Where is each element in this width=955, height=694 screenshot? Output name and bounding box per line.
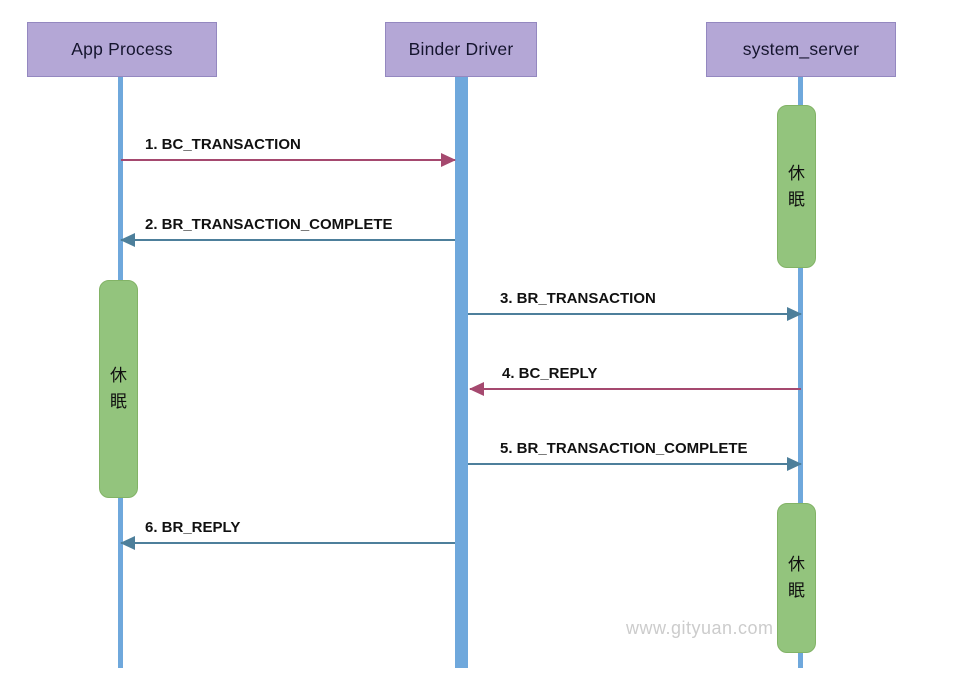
activation-label: 休眠 xyxy=(787,163,805,209)
message-br-transaction: 3. BR_TRANSACTION xyxy=(468,290,802,322)
activation-label: 休眠 xyxy=(787,555,805,600)
message-br-transaction-complete-1: 2. BR_TRANSACTION_COMPLETE xyxy=(120,216,455,248)
message-label: 2. BR_TRANSACTION_COMPLETE xyxy=(145,216,393,233)
arrowhead-right-icon xyxy=(787,307,802,321)
arrow-line xyxy=(121,159,455,161)
lifeline-system-server xyxy=(798,76,803,668)
arrowhead-left-icon xyxy=(469,382,484,396)
lifeline-binder-driver xyxy=(455,76,468,668)
arrowhead-left-icon xyxy=(120,536,135,550)
arrow-line xyxy=(470,388,801,390)
participant-label: Binder Driver xyxy=(408,39,514,59)
arrow-line xyxy=(121,542,455,544)
message-label: 1. BC_TRANSACTION xyxy=(145,136,301,153)
participant-system-server: system_server xyxy=(706,22,896,77)
participant-label: system_server xyxy=(742,39,860,59)
activation-sleep-app-process: 休眠 xyxy=(99,280,138,498)
arrowhead-right-icon xyxy=(441,153,456,167)
message-br-transaction-complete-2: 5. BR_TRANSACTION_COMPLETE xyxy=(468,440,802,472)
activation-label: 休眠 xyxy=(109,366,127,411)
message-label: 4. BC_REPLY xyxy=(502,365,598,382)
message-label: 3. BR_TRANSACTION xyxy=(500,290,656,307)
arrow-line xyxy=(468,313,801,315)
message-label: 5. BR_TRANSACTION_COMPLETE xyxy=(500,440,748,457)
message-label: 6. BR_REPLY xyxy=(145,519,241,536)
activation-sleep-system-server-top: 休眠 xyxy=(777,105,816,268)
message-bc-reply: 4. BC_REPLY xyxy=(469,365,801,397)
message-bc-transaction: 1. BC_TRANSACTION xyxy=(121,136,456,168)
participant-label: App Process xyxy=(71,39,173,59)
participant-binder-driver: Binder Driver xyxy=(385,22,537,77)
arrowhead-right-icon xyxy=(787,457,802,471)
participant-app-process: App Process xyxy=(27,22,217,77)
watermark: www.gityuan.com xyxy=(626,618,774,638)
message-br-reply: 6. BR_REPLY xyxy=(120,519,455,551)
arrowhead-left-icon xyxy=(120,233,135,247)
activation-sleep-system-server-bottom: 休眠 xyxy=(777,503,816,653)
arrow-line xyxy=(121,239,455,241)
arrow-line xyxy=(468,463,801,465)
